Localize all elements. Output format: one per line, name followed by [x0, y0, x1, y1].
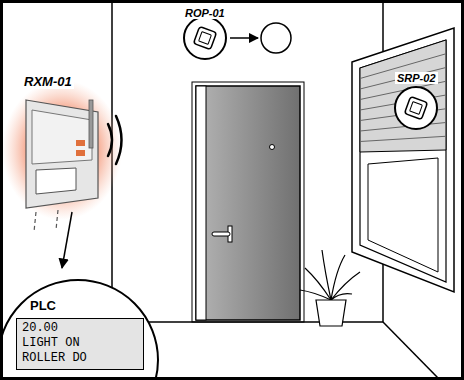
- radio-waves: [108, 116, 122, 164]
- receiver-module: RXM-01: [14, 72, 110, 210]
- door: [192, 82, 304, 322]
- magnifier-fill: [0, 280, 158, 380]
- control-arrow: [230, 37, 258, 39]
- ceiling-lamp: [261, 23, 291, 53]
- zoom-arrow: [62, 212, 72, 268]
- srp-device: [395, 87, 437, 129]
- callout-circle: ROP-01: [178, 3, 232, 61]
- device-label: RXM-01: [22, 75, 74, 89]
- zoom-lines: [34, 210, 58, 232]
- callout-circle: SRP-02: [386, 68, 446, 130]
- display-line: LIGHT ON: [22, 336, 138, 351]
- device-label: SRP-02: [395, 72, 438, 84]
- display-line: 20.00: [22, 321, 138, 336]
- device-label: ROP-01: [183, 7, 227, 19]
- plant: [300, 250, 360, 326]
- circle-outline: [184, 17, 226, 59]
- circle-outline: [0, 280, 158, 380]
- window: [352, 28, 454, 292]
- receiver-device: [2, 80, 122, 220]
- display-line: ROLLER DO: [22, 351, 138, 366]
- magnifier-circle: PLC 20.00LIGHT ONROLLER DO: [0, 278, 160, 380]
- display-screen: 20.00LIGHT ONROLLER DO: [16, 318, 144, 370]
- device-label: PLC: [30, 298, 56, 313]
- roller-shutter: [360, 40, 446, 152]
- rop-device: [184, 17, 226, 59]
- circle-outline: [395, 87, 437, 129]
